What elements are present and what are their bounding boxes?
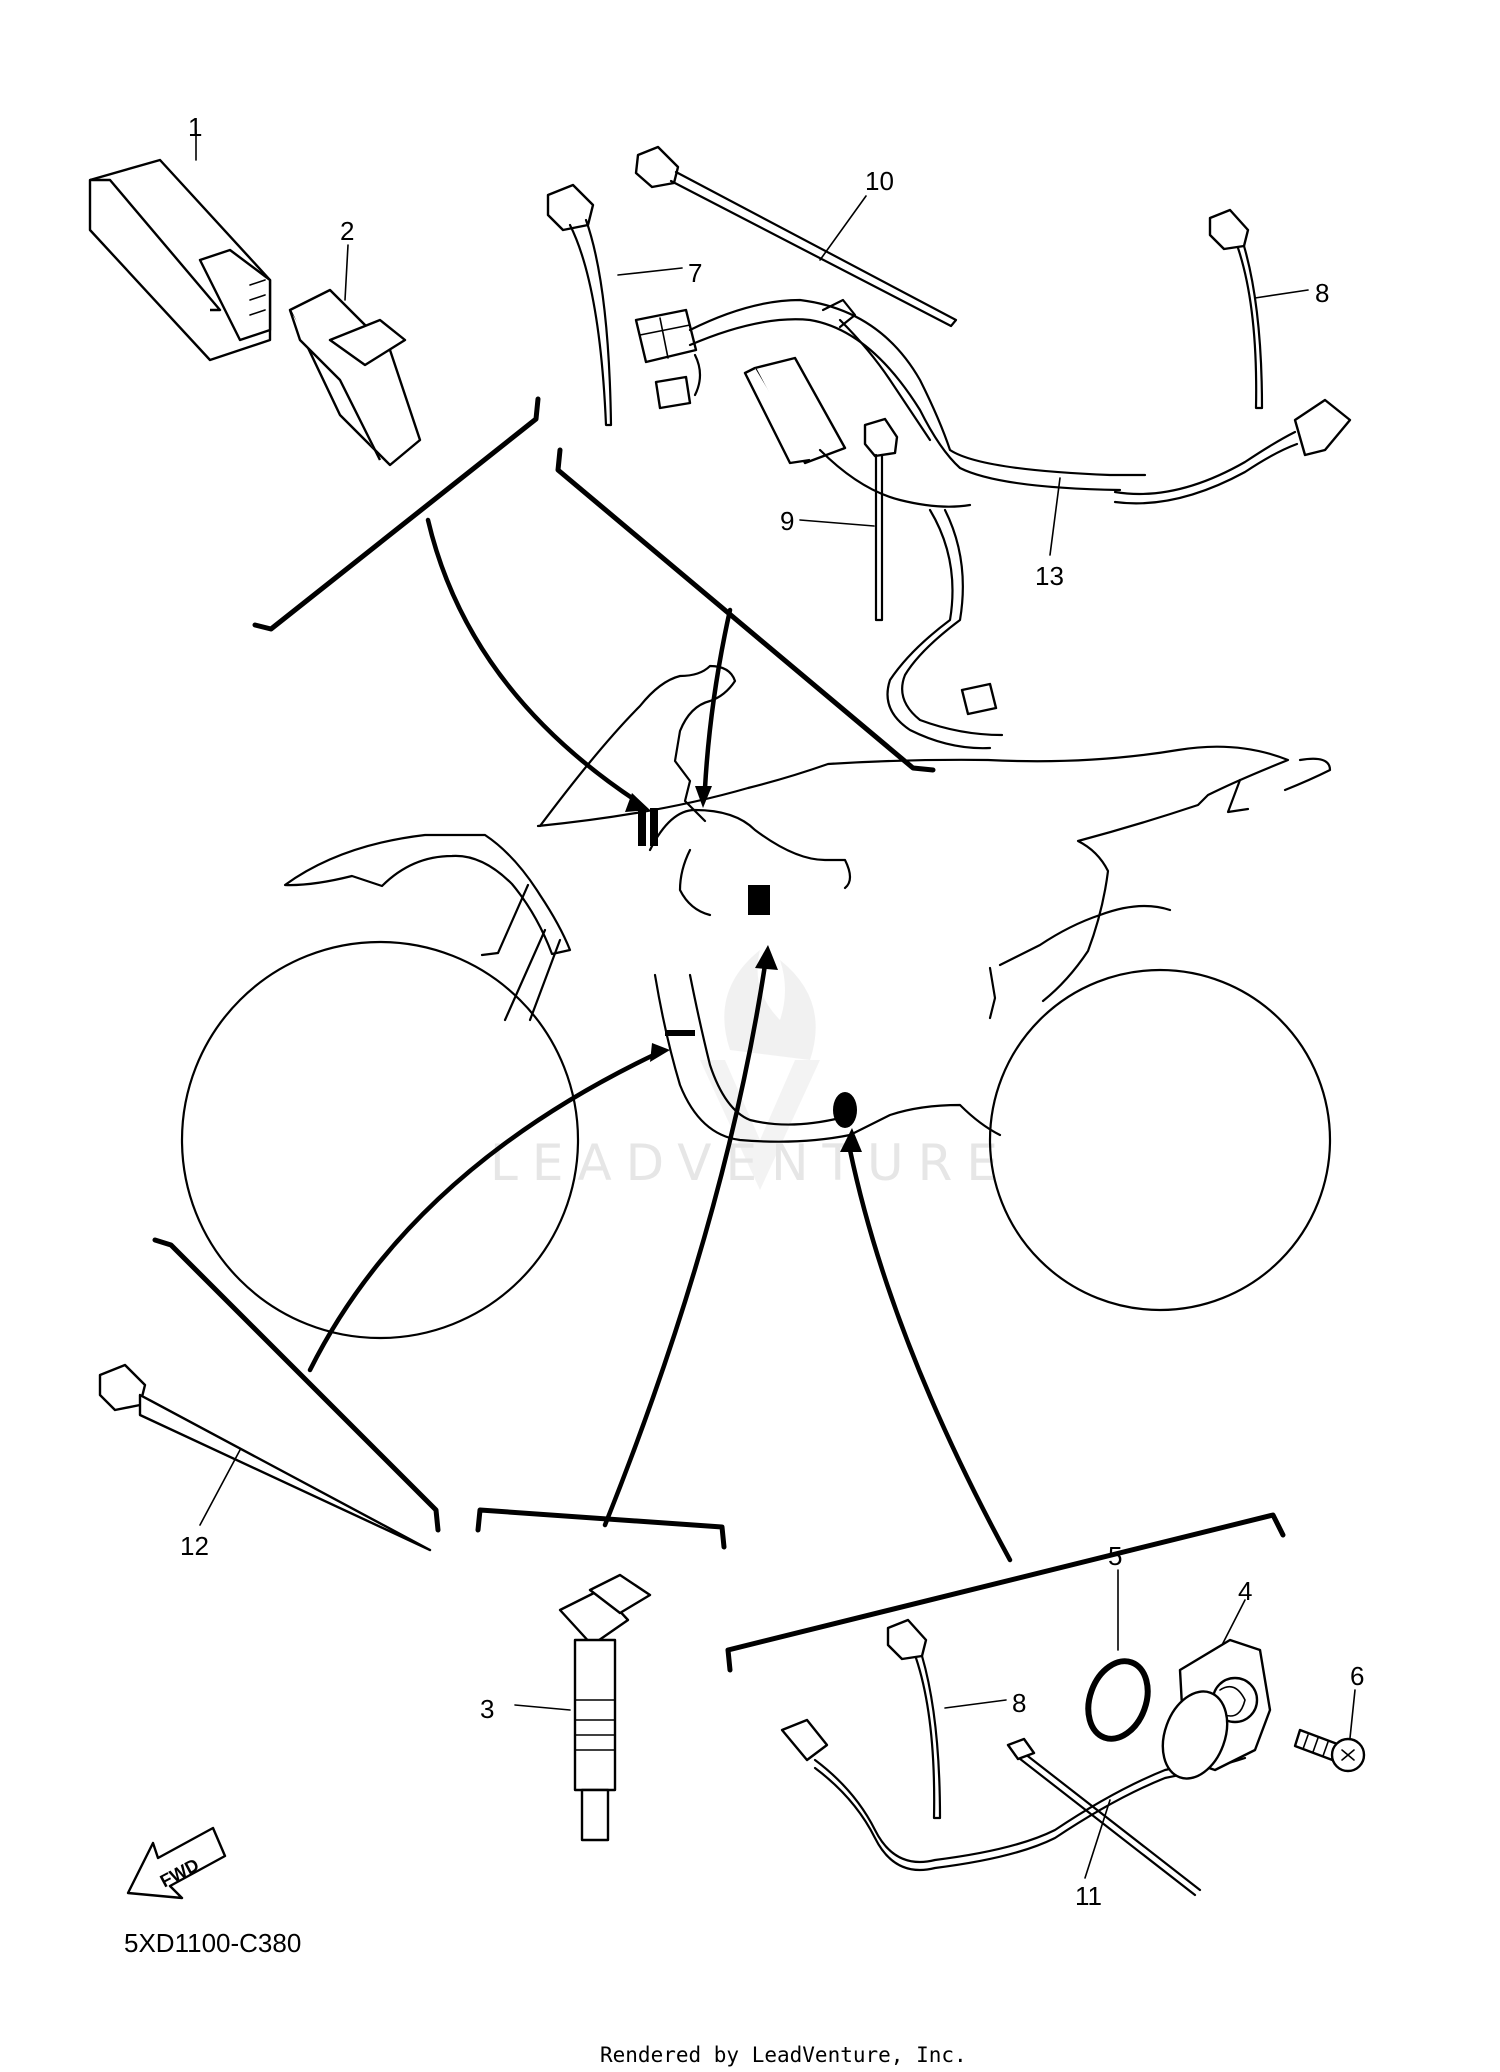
cdi-cover-part	[288, 244, 422, 467]
cable-tie-12-part	[98, 1363, 432, 1552]
callout-11: 11	[1075, 1881, 1102, 1911]
diagram-code: 5XD1100-C380	[124, 1928, 301, 1958]
cable-tie-9-part	[799, 417, 899, 622]
o-ring-part	[1085, 1569, 1151, 1742]
sensor-4-part	[1161, 1599, 1272, 1780]
bike-wiring	[638, 808, 857, 1128]
watermark-text: LEADVENTURE	[490, 1134, 1012, 1192]
sensor-wire-part	[780, 1718, 1247, 1897]
motorcycle-outline	[180, 664, 1332, 1340]
cable-tie-8a-part	[1208, 208, 1309, 410]
bolt-part	[1293, 1689, 1366, 1773]
callout-9: 9	[780, 506, 794, 536]
callout-8-bottom: 8	[1012, 1688, 1026, 1718]
callout-6: 6	[1350, 1661, 1364, 1691]
callout-8-top: 8	[1315, 278, 1329, 308]
leader-lines	[152, 396, 1286, 1673]
callout-13: 13	[1035, 561, 1064, 591]
fwd-arrow-icon: FWD	[126, 1826, 227, 1900]
sensor-3-part	[514, 1573, 652, 1842]
callout-5: 5	[1108, 1541, 1122, 1571]
cable-tie-7-part	[546, 183, 683, 427]
render-credit: Rendered by LeadVenture, Inc.	[600, 2043, 967, 2067]
callout-1: 1	[188, 112, 202, 142]
callout-labels: 1 2 3 4 5 6 7 8 8 9 10 11 12 13	[180, 112, 1364, 1911]
cable-tie-10-part	[634, 145, 958, 328]
callout-3: 3	[480, 1694, 494, 1724]
callout-12: 12	[180, 1531, 209, 1561]
cdi-unit-part	[88, 129, 272, 362]
callout-4: 4	[1238, 1576, 1252, 1606]
callout-7: 7	[688, 258, 702, 288]
wire-harness-part	[634, 298, 1352, 750]
watermark-logo	[700, 950, 820, 1190]
callout-2: 2	[340, 216, 354, 246]
callout-10: 10	[865, 166, 894, 196]
cable-tie-8b-part	[886, 1618, 1007, 1820]
